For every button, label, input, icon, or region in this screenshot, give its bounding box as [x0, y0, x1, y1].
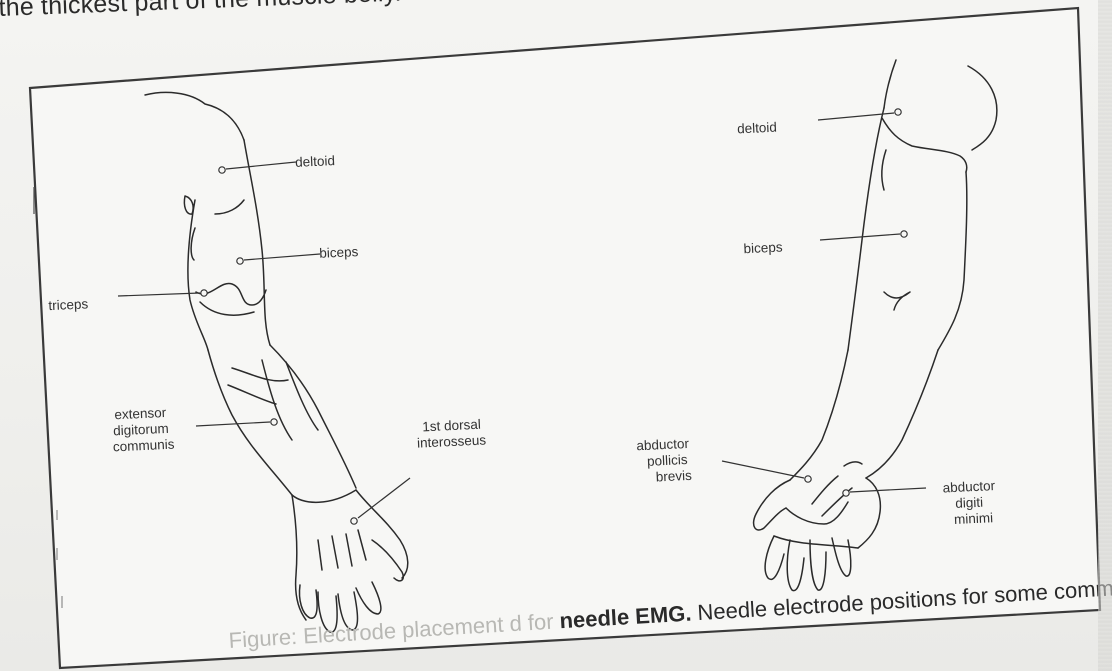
electrode-marker-deltoid-right [895, 109, 901, 115]
label-apb-line2: pollicis [647, 452, 688, 469]
electrode-marker-adm [843, 490, 849, 496]
label-deltoid-right: deltoid [737, 120, 777, 137]
electrode-marker-biceps-right [901, 231, 907, 237]
label-triceps-left: triceps [48, 296, 89, 313]
electrode-marker-extensor [271, 419, 277, 425]
label-extensor-line3: communis [113, 437, 175, 455]
label-biceps-right: biceps [743, 239, 783, 256]
electrode-marker-biceps-left [237, 258, 243, 264]
electrode-marker-apb [805, 476, 811, 482]
label-adm-line1: abductor [942, 478, 996, 495]
figure-frame [30, 8, 1100, 668]
page-edge [1098, 0, 1112, 671]
electrode-marker-dorsal [351, 518, 357, 524]
label-dorsal-line2: interosseus [417, 432, 487, 450]
label-extensor-line2: digitorum [113, 421, 169, 439]
caption-faded-mid: d for [509, 608, 561, 636]
electrode-marker-deltoid-left [219, 167, 225, 173]
label-adm-line3: minimi [954, 510, 994, 527]
label-dorsal-line1: 1st dorsal [422, 417, 481, 435]
label-biceps-left: biceps [319, 244, 359, 261]
label-extensor-line1: extensor [114, 405, 167, 422]
label-deltoid-left: deltoid [295, 153, 335, 170]
label-apb-line1: abductor [636, 436, 690, 453]
electrode-marker-triceps-left [201, 290, 207, 296]
label-adm-line2: digiti [955, 495, 983, 511]
label-apb-line3: brevis [655, 468, 692, 485]
